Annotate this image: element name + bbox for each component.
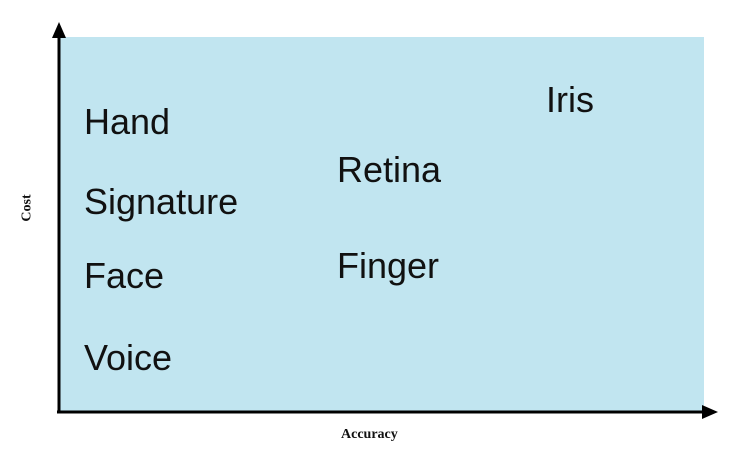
label-finger: Finger (337, 245, 440, 286)
y-axis-arrow-icon (52, 22, 66, 38)
x-axis-arrow-icon (702, 405, 718, 419)
x-axis-label: Accuracy (341, 427, 398, 442)
label-iris: Iris (546, 79, 594, 120)
y-axis-label: Cost (19, 194, 35, 222)
label-voice: Voice (84, 337, 173, 378)
label-face: Face (84, 255, 165, 296)
label-retina: Retina (337, 149, 442, 190)
label-signature: Signature (84, 181, 239, 222)
plot-area (60, 37, 704, 411)
label-hand: Hand (84, 101, 171, 142)
